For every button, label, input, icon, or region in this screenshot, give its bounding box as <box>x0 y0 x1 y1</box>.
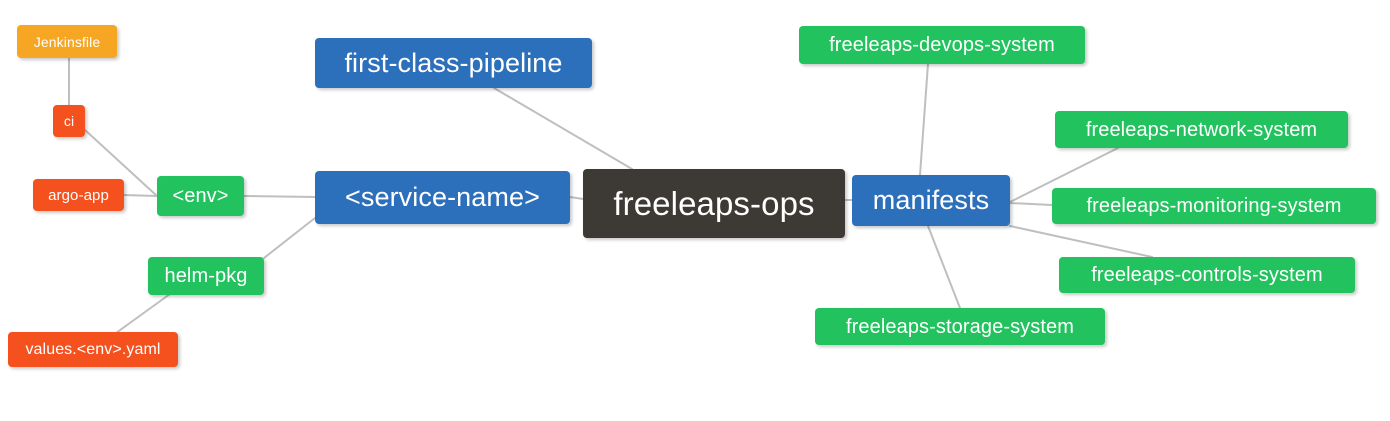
edge-manifests-to-freeleaps-monitoring-system <box>1009 202 1053 206</box>
edge-manifests-to-freeleaps-controls-system <box>1009 225 1153 258</box>
node-env[interactable]: <env> <box>157 176 244 216</box>
edge-argo-app-to-env <box>123 194 158 197</box>
node-manifests[interactable]: manifests <box>852 175 1010 226</box>
node-freeleaps-network-system[interactable]: freeleaps-network-system <box>1055 111 1348 148</box>
edge-env-to-service-name <box>243 195 316 198</box>
edge-manifests-to-freeleaps-storage-system <box>927 225 961 309</box>
node-freeleaps-monitoring-system[interactable]: freeleaps-monitoring-system <box>1052 188 1376 224</box>
node-freeleaps-storage-system[interactable]: freeleaps-storage-system <box>815 308 1105 345</box>
node-service-name[interactable]: <service-name> <box>315 171 570 224</box>
edge-helm-pkg-to-values-env-yaml <box>115 293 171 334</box>
node-helm-pkg[interactable]: helm-pkg <box>148 257 264 295</box>
node-ci[interactable]: ci <box>53 105 85 137</box>
edge-service-name-to-helm-pkg <box>263 217 316 259</box>
node-freeleaps-ops[interactable]: freeleaps-ops <box>583 169 845 238</box>
node-freeleaps-controls-system[interactable]: freeleaps-controls-system <box>1059 257 1355 293</box>
node-argo-app[interactable]: argo-app <box>33 179 124 211</box>
edge-service-name-to-freeleaps-ops <box>569 196 584 200</box>
edge-manifests-to-freeleaps-devops-system <box>919 63 929 176</box>
node-first-class-pipeline[interactable]: first-class-pipeline <box>315 38 592 88</box>
edge-first-class-pipeline-to-freeleaps-ops <box>493 87 633 170</box>
node-freeleaps-devops-system[interactable]: freeleaps-devops-system <box>799 26 1085 64</box>
node-values-env-yaml[interactable]: values.<env>.yaml <box>8 332 178 367</box>
node-jenkinsfile[interactable]: Jenkinsfile <box>17 25 117 58</box>
